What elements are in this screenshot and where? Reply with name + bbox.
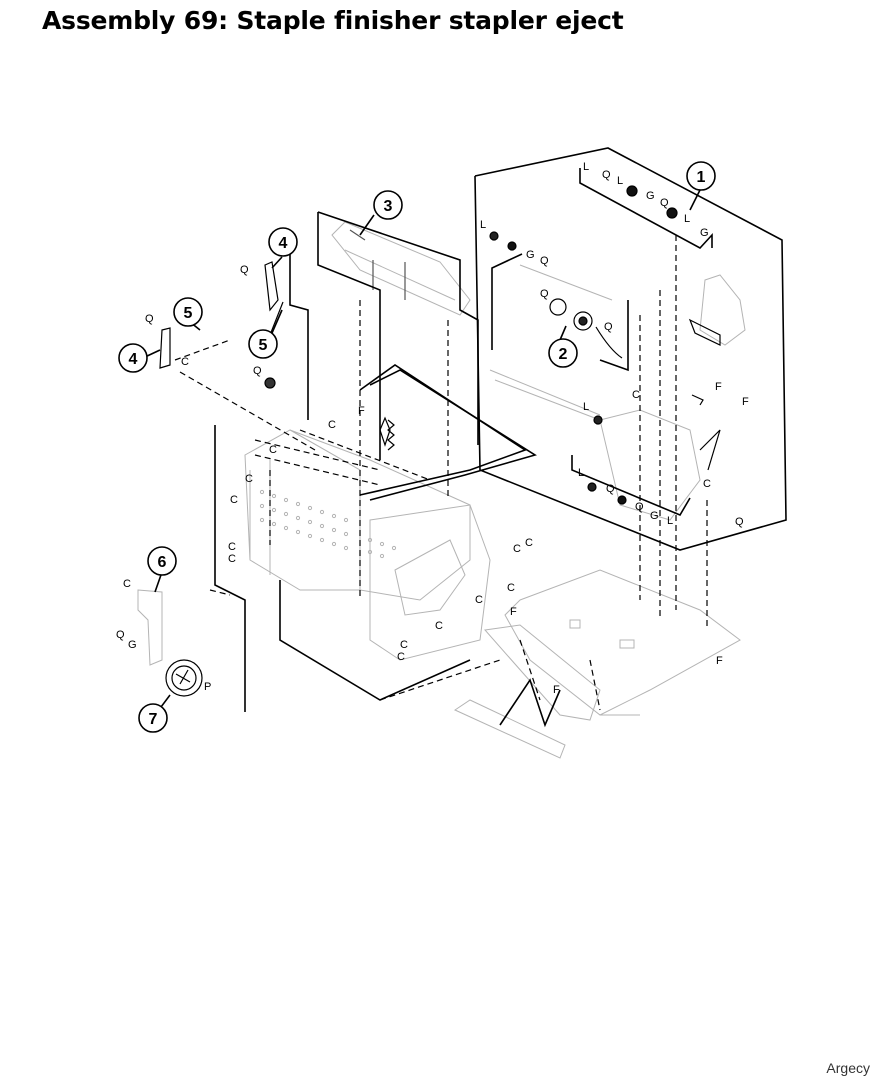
- watermark: Argecy: [826, 1060, 870, 1076]
- fastener-label-q: Q: [253, 365, 262, 377]
- callout-4: 4: [118, 343, 148, 373]
- fastener-label-q: Q: [540, 255, 549, 267]
- callout-number: 1: [697, 169, 706, 186]
- callout-3: 3: [373, 190, 403, 220]
- callout-circle: [173, 297, 203, 327]
- callout-circle: [138, 703, 168, 733]
- callout-4: 4: [268, 227, 298, 257]
- fastener-label-q: Q: [240, 264, 249, 276]
- fastener-label-l: L: [617, 175, 623, 187]
- fastener-label-g: G: [650, 510, 659, 522]
- fastener-label-q: Q: [606, 483, 615, 495]
- fastener-label-f: F: [716, 655, 723, 667]
- callout-5: 5: [248, 329, 278, 359]
- fastener-label-c: C: [475, 594, 483, 606]
- fastener-label-q: Q: [635, 501, 644, 513]
- callout-circle: [248, 329, 278, 359]
- callout-circle: [118, 343, 148, 373]
- page-title: Assembly 69: Staple finisher stapler eje…: [42, 6, 624, 35]
- fastener-label-q: Q: [540, 288, 549, 300]
- fastener-label-p: P: [204, 681, 211, 693]
- callout-number: 7: [149, 711, 158, 728]
- fastener-label-q: Q: [602, 169, 611, 181]
- fastener-label-q: Q: [735, 516, 744, 528]
- callout-circle: [373, 190, 403, 220]
- fastener-label-l: L: [480, 219, 486, 231]
- callout-2: 2: [548, 338, 578, 368]
- callouts: 1 2 3 4 4 5 5 6 7: [118, 161, 716, 733]
- main-frame-drawing: [137, 221, 746, 759]
- assembly-outline-lines: [144, 147, 787, 728]
- fastener-label-f: F: [358, 405, 365, 417]
- fastener-label-q: Q: [145, 313, 154, 325]
- callout-number: 4: [129, 351, 138, 368]
- callout-number: 2: [559, 346, 568, 363]
- fastener-label-l: L: [583, 401, 589, 413]
- callout-circle: [147, 546, 177, 576]
- fastener-label-c: C: [269, 444, 277, 456]
- callout-number: 4: [279, 235, 288, 252]
- fastener-label-g: G: [526, 249, 535, 261]
- callout-number: 5: [259, 337, 268, 354]
- fastener-label-c: C: [435, 620, 443, 632]
- fastener-label-g: G: [128, 639, 137, 651]
- callout-circle: [268, 227, 298, 257]
- fastener-label-c: C: [513, 543, 521, 555]
- fastener-label-c: C: [632, 389, 640, 401]
- fastener-label-l: L: [684, 213, 690, 225]
- fastener-label-c: C: [400, 639, 408, 651]
- fastener-label-l: L: [583, 161, 589, 173]
- fastener-label-q: Q: [660, 197, 669, 209]
- fastener-label-c: C: [228, 541, 236, 553]
- fastener-label-c: C: [507, 582, 515, 594]
- fastener-label-c: C: [245, 473, 253, 485]
- fastener-label-c: C: [181, 356, 189, 368]
- fastener-label-f: F: [510, 606, 517, 618]
- fastener-label-l: L: [667, 515, 673, 527]
- callout-number: 3: [384, 198, 393, 215]
- callout-1: 1: [686, 161, 716, 191]
- fastener-label-c: C: [328, 419, 336, 431]
- callout-number: 5: [184, 305, 193, 322]
- callout-circle: [686, 161, 716, 191]
- callout-7: 7: [138, 703, 168, 733]
- fastener-label-c: C: [228, 553, 236, 565]
- fastener-label-f: F: [742, 396, 749, 408]
- fastener-label-f: F: [715, 381, 722, 393]
- fastener-label-f: F: [553, 684, 560, 696]
- fastener-label-c: C: [703, 478, 711, 490]
- fastener-label-c: C: [123, 578, 131, 590]
- component-parts: [159, 185, 721, 697]
- fastener-label-c: C: [525, 537, 533, 549]
- fastener-label-q: Q: [116, 629, 125, 641]
- fastener-label-g: G: [700, 227, 709, 239]
- fastener-label-q: Q: [604, 321, 613, 333]
- fastener-label-c: C: [397, 651, 405, 663]
- callout-circle: [548, 338, 578, 368]
- callout-6: 6: [147, 546, 177, 576]
- fastener-label-c: C: [230, 494, 238, 506]
- fastener-label-l: L: [578, 467, 584, 479]
- fastener-label-g: G: [646, 190, 655, 202]
- callout-number: 6: [158, 554, 167, 571]
- callout-5: 5: [173, 297, 203, 327]
